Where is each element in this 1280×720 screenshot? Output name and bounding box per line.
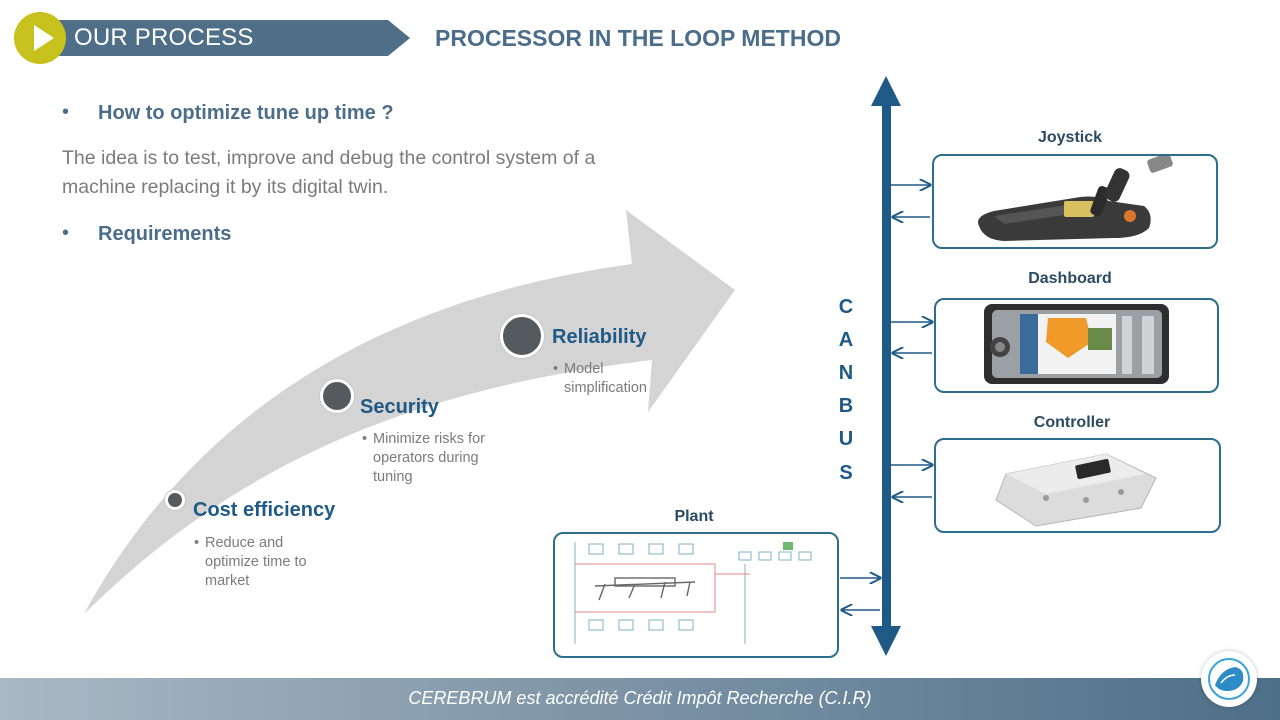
dashboard-label: Dashboard: [1028, 270, 1112, 287]
milestone-dot-reliability: [500, 314, 544, 358]
dashboard-image: [984, 304, 1169, 384]
milestone-title-cost: Cost efficiency: [193, 499, 336, 521]
slide-title: PROCESSOR IN THE LOOP METHOD: [435, 25, 841, 51]
cerebrum-logo-icon: [1201, 651, 1257, 707]
canbus-letter-n: N: [838, 362, 854, 384]
milestone-title-reliability: Reliability: [552, 326, 647, 348]
milestone-items-cost: • Reduce and optimize time to market: [194, 535, 307, 589]
dashboard-box: [934, 298, 1219, 393]
milestone-dot-security: [320, 379, 354, 413]
section-title: OUR PROCESS: [74, 24, 254, 51]
plant-label: Plant: [674, 508, 714, 525]
controller-image: [995, 453, 1157, 527]
joystick-box: [932, 153, 1218, 249]
footer-bar: [0, 678, 1280, 720]
play-triangle-icon: [34, 25, 54, 51]
milestone-title-security: Security: [360, 396, 439, 418]
plant-diagram-image: [574, 542, 812, 644]
canbus-letter-s: S: [839, 462, 853, 484]
idea-line-2: machine replacing it by its digital twin…: [62, 176, 389, 198]
bullet-2: •: [62, 222, 70, 244]
idea-line-1: The idea is to test, improve and debug t…: [62, 147, 596, 169]
milestone-items-reliability: • Model simplification: [553, 361, 647, 396]
milestone-dot-cost: [165, 490, 185, 510]
controller-label: Controller: [1033, 414, 1111, 431]
bullet-1: •: [62, 101, 70, 123]
question-text: How to optimize tune up time ?: [98, 102, 394, 124]
plant-box: [553, 532, 839, 658]
footer-text: CEREBRUM est accrédité Crédit Impôt Rech…: [408, 688, 872, 708]
joystick-label: Joystick: [1037, 129, 1103, 146]
milestone-items-security: • Minimize risks for operators during tu…: [362, 431, 485, 485]
canbus-letter-u: U: [838, 428, 854, 450]
requirements-heading: Requirements: [98, 223, 232, 245]
joystick-image: [978, 153, 1173, 241]
canbus-letter-b: B: [838, 395, 854, 417]
canbus-letter-c: C: [838, 296, 854, 318]
canbus-letter-a: A: [838, 329, 854, 351]
idea-paragraph: The idea is to test, improve and debug t…: [62, 144, 662, 202]
controller-box: [934, 438, 1221, 533]
header-band: [40, 20, 410, 56]
